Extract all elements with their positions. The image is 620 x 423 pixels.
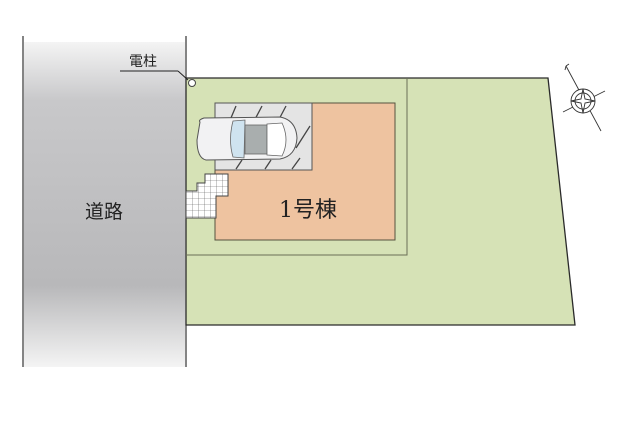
compass-rose-icon	[562, 63, 606, 132]
utility-pole-label: 電柱	[129, 54, 157, 70]
car-icon	[196, 116, 298, 161]
utility-pole-marker-icon	[120, 70, 196, 87]
setback-line	[186, 78, 408, 256]
road-label: 道路	[85, 201, 124, 223]
entrance-stairs	[185, 173, 229, 219]
road	[22, 36, 187, 367]
building-label: 1号棟	[279, 198, 337, 223]
